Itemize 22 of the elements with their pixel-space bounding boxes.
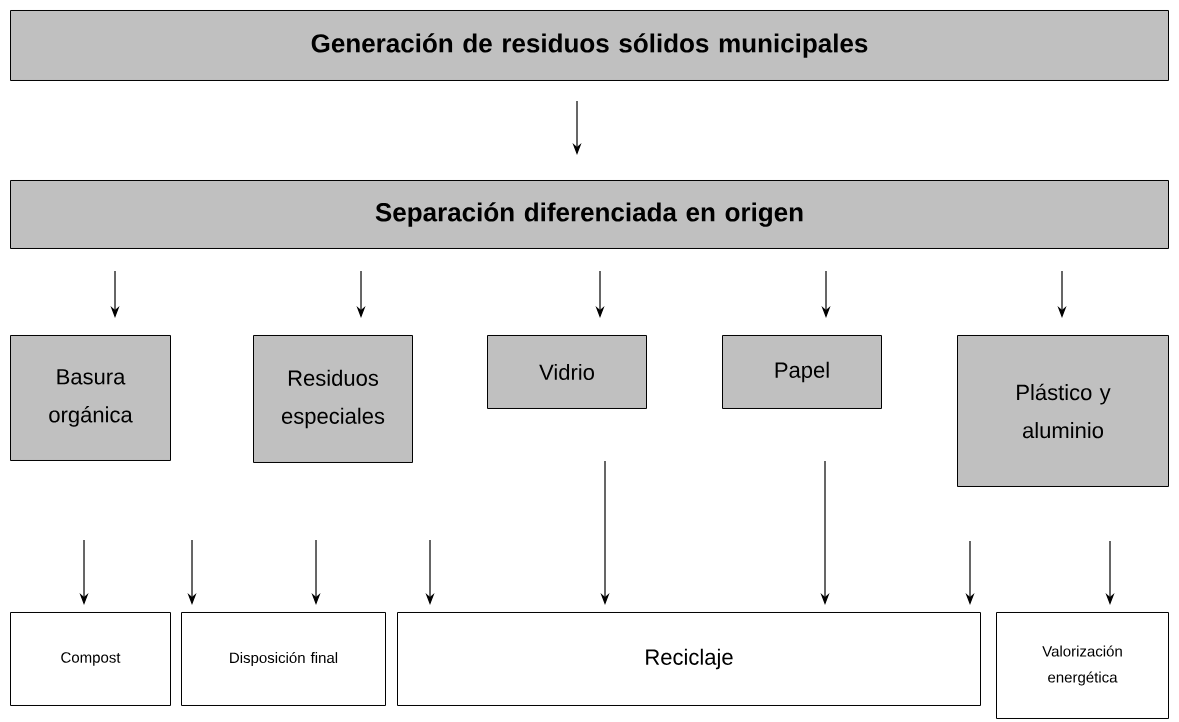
- outcome-box: [10, 612, 171, 706]
- outcome-box: [996, 612, 1169, 719]
- header-box: [10, 10, 1169, 81]
- node-label: Disposición final: [230, 651, 338, 667]
- node-label: Papel: [775, 361, 829, 383]
- node-label: Vidrio: [539, 363, 594, 381]
- node-label: Basura orgánica: [49, 369, 133, 427]
- outcome-box: [397, 612, 981, 706]
- category-box: [957, 335, 1169, 487]
- outcome-box: [181, 612, 386, 706]
- node-label: Separación diferenciada en origen: [375, 202, 803, 227]
- node-label: Reciclaje: [646, 648, 733, 670]
- category-box: [487, 335, 647, 409]
- node-label: Generación de residuos sólidos municipales: [311, 33, 868, 58]
- category-box: [722, 335, 882, 409]
- node-label: Plástico y aluminio: [1017, 383, 1111, 439]
- node-label: Residuos especiales: [281, 369, 385, 429]
- process-box: [10, 180, 1169, 249]
- node-label: Valorización energética: [1042, 645, 1122, 686]
- node-label: Compost: [61, 652, 121, 666]
- category-box: [253, 335, 413, 463]
- category-box: [10, 335, 171, 461]
